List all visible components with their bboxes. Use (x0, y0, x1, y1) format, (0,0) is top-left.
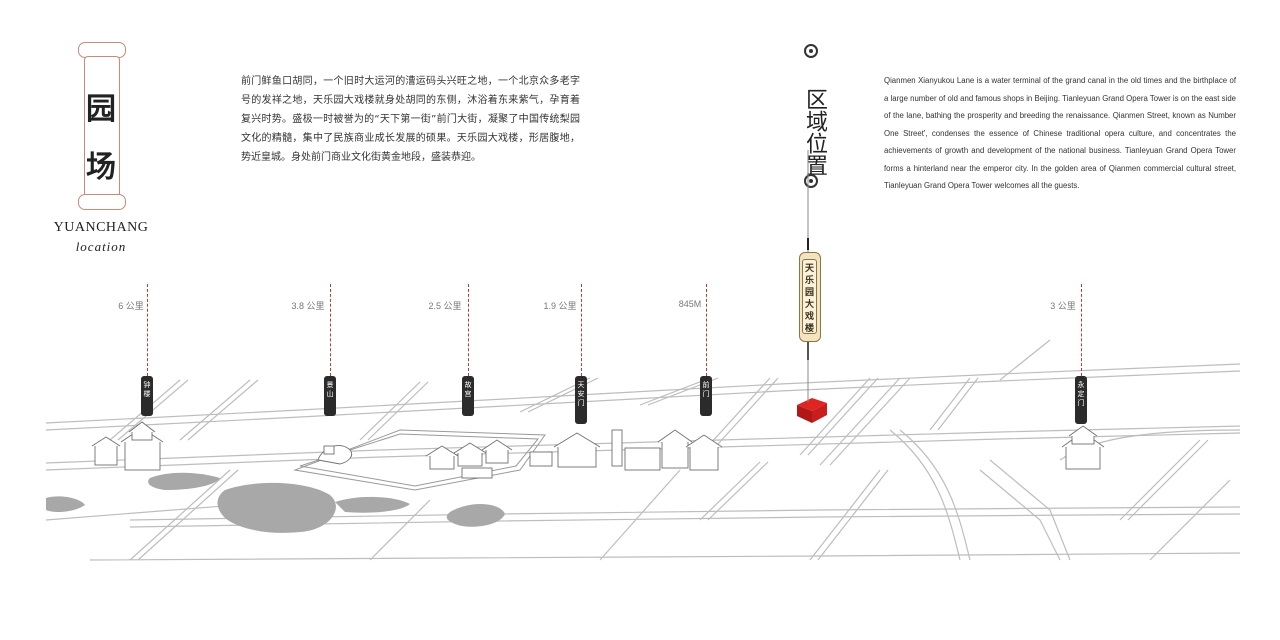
main-landmark-tag: 天 乐 园 大 戏 楼 (799, 252, 821, 342)
scroll-bottom-cap (78, 194, 126, 210)
buildings (91, 421, 1105, 479)
title-ornament-top (804, 44, 818, 58)
landmark-tag-qianmen: 前门 (700, 376, 712, 416)
opera-tower-site (797, 398, 827, 423)
distance-label-qianmen: 845M (678, 299, 702, 309)
seal-char-1: 园 (86, 92, 116, 127)
distance-label-tiananmen: 1.9 公里 (543, 301, 577, 311)
landmark-tag-bell-tower: 钟楼 (141, 376, 153, 416)
marker-line-bell-tower (147, 284, 148, 376)
scroll-body (84, 56, 120, 198)
landmark-tag-tiananmen: 天安门 (575, 376, 587, 424)
marker-line-qianmen (706, 284, 707, 376)
seal-char-2: 场 (86, 150, 116, 185)
marker-line-yongdingmen (1081, 284, 1082, 376)
marker-line-tiananmen (581, 284, 582, 376)
road-network (45, 339, 1241, 561)
intro-text-cn: 前门鲜鱼口胡同，一个旧时大运河的漕运码头兴旺之地，一个北京众多老字号的发祥之地，… (241, 76, 580, 163)
distance-label-bell-tower: 6 公里 (118, 301, 144, 311)
brand-subtitle: location (75, 239, 127, 254)
landmark-tag-yongdingmen: 永定门 (1075, 376, 1087, 424)
distance-label-jingshan: 3.8 公里 (291, 301, 325, 311)
section-title: 区域位置 (802, 88, 827, 176)
brand-seal-scroll: 园 场 (78, 42, 126, 210)
main-landmark-name: 天 乐 园 大 戏 楼 (802, 259, 817, 334)
marker-line-forbidden-city (468, 284, 469, 376)
landmark-tag-forbidden-city: 故宫 (462, 376, 474, 416)
brand-name-en: YUANCHANG (53, 220, 149, 235)
lakes (46, 472, 505, 533)
intro-text-en: Qianmen Xianyukou Lane is a water termin… (884, 76, 1236, 190)
distance-label-yongdingmen: 3 公里 (1050, 301, 1076, 311)
marker-line-jingshan (330, 284, 331, 376)
landmark-tag-jingshan: 景山 (324, 376, 336, 416)
distance-label-forbidden-city: 2.5 公里 (428, 301, 462, 311)
